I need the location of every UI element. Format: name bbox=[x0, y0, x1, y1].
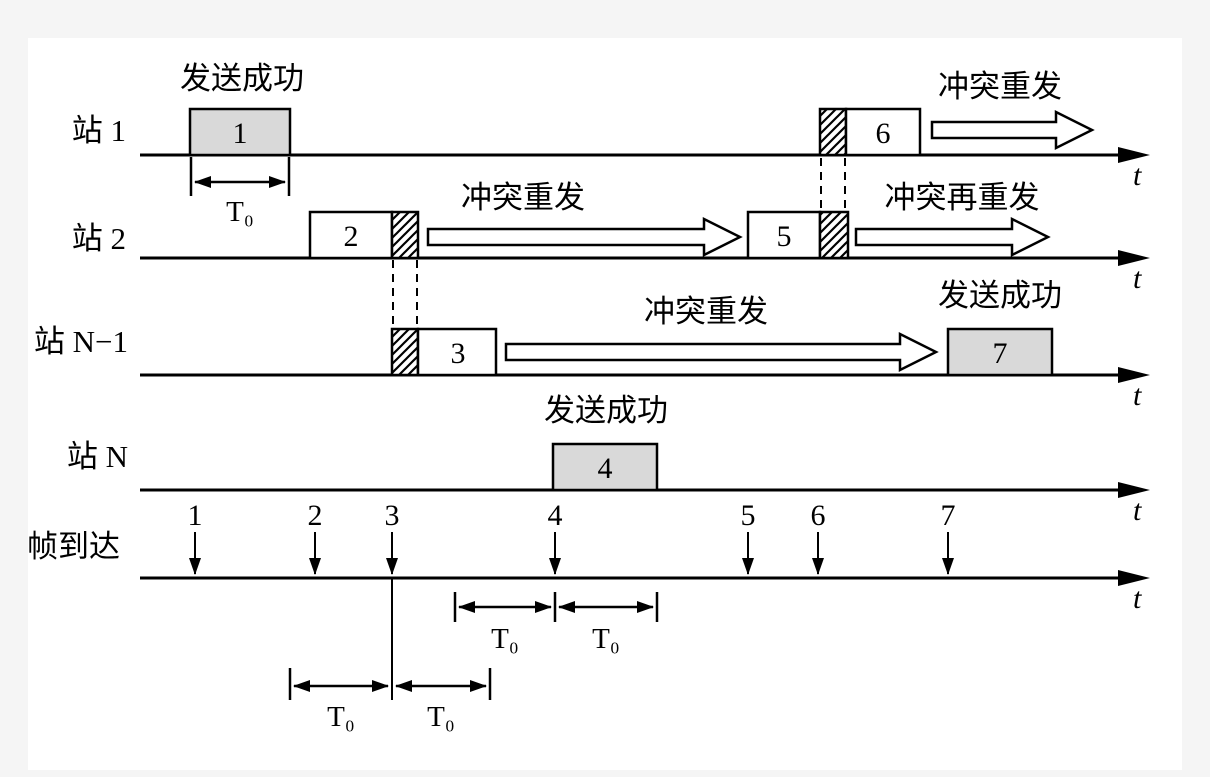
stationN1-timeline: 站 N−1 t 3 冲突重发 发送成功 7 bbox=[34, 278, 1150, 412]
frame-2-number: 2 bbox=[344, 220, 359, 253]
stationN-timeline: 站 N t 发送成功 4 bbox=[67, 393, 1150, 527]
arrival-number-5: 5 bbox=[741, 499, 756, 532]
station2-re-retransmit-label: 冲突再重发 bbox=[885, 180, 1040, 215]
station2-retransmit-label: 冲突重发 bbox=[461, 180, 585, 215]
station1-t-label: t bbox=[1133, 159, 1142, 192]
arrival-axis-arrowhead bbox=[1118, 570, 1150, 586]
frame1-success-label: 发送成功 bbox=[180, 61, 304, 96]
arrival-timeline: 帧到达 t 1 2 3 4 5 6 7 bbox=[27, 499, 1150, 615]
t0-measures: T₀ T₀ T₀ T₀ bbox=[288, 578, 659, 733]
frame-5-collision-hatch bbox=[818, 210, 850, 260]
stationN1-axis-arrowhead bbox=[1118, 367, 1150, 383]
arrival-t-label: t bbox=[1133, 582, 1142, 615]
frame-4-number: 4 bbox=[598, 452, 613, 485]
station2-re-retransmit-arrow bbox=[854, 216, 1051, 258]
frame7-success-label: 发送成功 bbox=[938, 278, 1062, 313]
frame1-t0-label: T₀ bbox=[226, 196, 254, 228]
frame-4 bbox=[551, 442, 659, 492]
arrival-number-1: 1 bbox=[188, 499, 203, 532]
arrival-number-2: 2 bbox=[308, 499, 323, 532]
frame-7-number: 7 bbox=[993, 337, 1008, 370]
stationN1-label: 站 N−1 bbox=[34, 324, 128, 359]
t0-upper-label-right: T₀ bbox=[592, 623, 620, 655]
frame-5 bbox=[746, 210, 822, 260]
station1-retransmit-arrow bbox=[930, 109, 1095, 151]
stationN1-retransmit-label: 冲突重发 bbox=[644, 294, 768, 329]
t0-upper-label-left: T₀ bbox=[491, 623, 519, 655]
station2-label: 站 2 bbox=[72, 221, 126, 256]
station2-timeline: 站 2 t 2 冲突重发 5 冲突再重发 bbox=[72, 180, 1150, 327]
station1-retransmit-label: 冲突重发 bbox=[938, 69, 1062, 104]
frame-3 bbox=[416, 327, 498, 377]
frame-6-collision-hatch bbox=[818, 107, 848, 157]
stationN1-t-label: t bbox=[1133, 379, 1142, 412]
station2-axis-arrowhead bbox=[1118, 250, 1150, 266]
frame-1-number: 1 bbox=[233, 117, 248, 150]
arrival-number-3: 3 bbox=[385, 499, 400, 532]
station1-axis-arrowhead bbox=[1118, 147, 1150, 163]
stationN-t-label: t bbox=[1133, 494, 1142, 527]
frame-7 bbox=[946, 327, 1054, 377]
t0-lower-label-right: T₀ bbox=[427, 701, 455, 733]
frame-2-collision-hatch bbox=[390, 210, 420, 260]
stationN-axis-arrowhead bbox=[1118, 482, 1150, 498]
arrival-number-7: 7 bbox=[941, 499, 956, 532]
frame-1 bbox=[188, 107, 292, 157]
frame4-success-label: 发送成功 bbox=[544, 393, 668, 428]
arrival-number-4: 4 bbox=[548, 499, 563, 532]
frame-5-number: 5 bbox=[777, 220, 792, 253]
frame-3-collision-hatch bbox=[390, 327, 420, 377]
stationN-label: 站 N bbox=[67, 439, 128, 474]
frame-6-number: 6 bbox=[876, 117, 891, 150]
arrival-number-6: 6 bbox=[811, 499, 826, 532]
station1-timeline: 站 1 t 发送成功 1 T₀ 6 冲突重发 bbox=[72, 61, 1150, 228]
station2-retransmit-arrow bbox=[426, 216, 743, 258]
stationN1-retransmit-arrow bbox=[504, 331, 939, 373]
station2-t-label: t bbox=[1133, 262, 1142, 295]
t0-lower-label-left: T₀ bbox=[327, 701, 355, 733]
frame-3-number: 3 bbox=[451, 337, 466, 370]
frame-6 bbox=[844, 107, 922, 157]
arrival-axis-label: 帧到达 bbox=[27, 529, 120, 564]
content-background bbox=[28, 38, 1182, 770]
station1-label: 站 1 bbox=[72, 113, 126, 148]
